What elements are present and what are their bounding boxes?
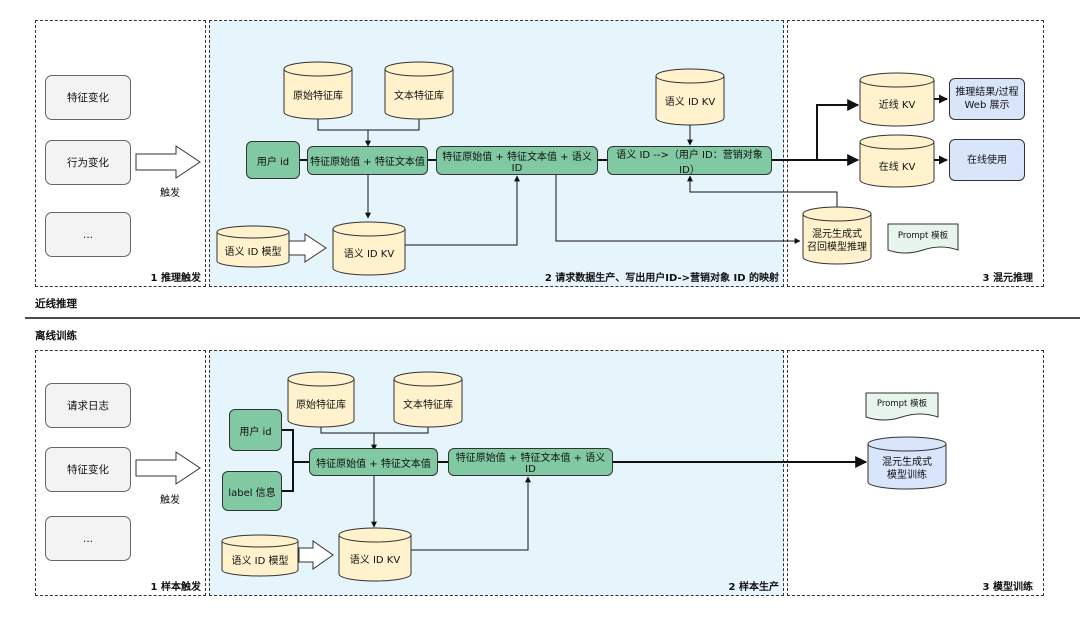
bottom-db-text-features-shape <box>393 371 463 428</box>
top-trigger-item-more: ... <box>45 212 131 257</box>
bottom-step-features-semantic: 特征原始值 + 特征文本值 + 语义 ID <box>448 448 613 476</box>
section-nearline-label: 近线推理 <box>35 298 77 310</box>
top-inference-panel <box>787 20 1044 287</box>
top-online-kv-shape <box>859 134 935 188</box>
top-fork-to-nearline <box>816 99 860 160</box>
top-trigger-arrow <box>135 145 201 179</box>
bottom-trigger-arrow-label: 触发 <box>160 495 180 506</box>
bottom-process-panel-label: 2 样本生产 <box>728 582 779 593</box>
bottom-step-features: 特征原始值 + 特征文本值 <box>309 448 438 476</box>
top-model-to-kv-arrow <box>288 233 327 263</box>
top-process-panel-label: 2 请求数据生产、写出用户ID->营销对象 ID 的映射 <box>544 273 779 284</box>
top-db-text-features: 文本特征库 <box>394 90 444 102</box>
bottom-prompt-shape <box>865 392 939 421</box>
bottom-trigger-item-request-log: 请求日志 <box>45 383 131 428</box>
bottom-db-raw-features-shape <box>287 371 355 428</box>
top-prompt-template: Prompt 模板 <box>897 230 949 241</box>
bottom-model-line2: 模型训练 <box>887 470 927 481</box>
bottom-kv-to-step2 <box>411 476 531 551</box>
top-semantic-model: 语义 ID 模型 <box>224 247 282 258</box>
top-result-line2: Web 展示 <box>964 100 1010 111</box>
bottom-semantic-model: 语义 ID 模型 <box>231 556 289 567</box>
top-step-features-semantic: 特征原始值 + 特征文本值 + 语义 ID <box>436 146 598 175</box>
top-db-raw-features-shape <box>283 61 353 120</box>
top-kv-to-step2 <box>405 175 520 246</box>
top-user-id-node: 用户 id <box>246 141 300 179</box>
top-online-kv: 在线 KV <box>878 161 916 173</box>
bottom-semantic-kv-shape <box>338 527 412 582</box>
top-nearline-kv: 近线 KV <box>878 99 916 111</box>
bottom-trigger-panel-label: 1 样本触发 <box>150 582 201 593</box>
bottom-label-info-node: label 信息 <box>222 471 282 511</box>
top-db-semantic-kv: 语义 ID KV <box>664 96 716 108</box>
top-semantic-kv-shape <box>332 221 406 276</box>
top-db-semantic-kv-shape <box>655 68 725 126</box>
top-online-use: 在线使用 <box>949 139 1025 181</box>
top-trigger-arrow-label: 触发 <box>160 188 180 199</box>
bottom-model-line1: 混元生成式 <box>882 457 932 468</box>
top-step2-to-model <box>555 175 801 244</box>
bottom-inputs-bracket <box>282 429 294 492</box>
bottom-trigger-arrow <box>135 451 201 485</box>
bottom-semantic-model-shape <box>221 534 299 577</box>
top-trigger-item-feature-change: 特征变化 <box>45 75 131 120</box>
bottom-trigger-panel <box>35 350 206 596</box>
bottom-trigger-item-feature-change: 特征变化 <box>45 447 131 492</box>
bottom-semantic-kv: 语义 ID KV <box>349 554 401 566</box>
top-db-raw-features: 原始特征库 <box>293 90 343 102</box>
bottom-model-to-kv-arrow <box>298 540 334 570</box>
top-prompt-shape <box>887 223 959 254</box>
bottom-prompt-template: Prompt 模板 <box>876 399 928 409</box>
bottom-db-raw-features: 原始特征库 <box>296 399 346 411</box>
top-result-web-display: 推理结果/过程 Web 展示 <box>949 78 1025 120</box>
top-model-inference: 混元生成式 召回模型推理 <box>803 221 871 261</box>
top-nearline-kv-shape <box>859 72 935 127</box>
bottom-trigger-item-more: ... <box>45 516 131 561</box>
section-offline-label: 离线训练 <box>35 330 77 342</box>
top-db-text-features-shape <box>384 61 454 120</box>
bottom-db-text-features: 文本特征库 <box>403 399 453 411</box>
top-model-inference-shape <box>802 206 872 265</box>
top-model-line1: 混元生成式 <box>812 229 862 240</box>
top-trigger-item-behavior-change: 行为变化 <box>45 140 131 185</box>
bottom-training-panel-label: 3 模型训练 <box>982 582 1033 593</box>
bottom-model-training-shape <box>867 436 947 490</box>
bottom-user-id-node: 用户 id <box>229 409 282 451</box>
top-result-line1: 推理结果/过程 <box>955 87 1019 98</box>
top-model-to-step3 <box>687 175 838 208</box>
bottom-training-panel <box>787 350 1044 596</box>
bottom-model-training: 混元生成式 模型训练 <box>868 451 946 487</box>
top-semantic-kv: 语义 ID KV <box>343 248 395 260</box>
top-trigger-panel-label: 1 推理触发 <box>150 273 201 284</box>
top-step-mapping: 语义 ID -->（用户 ID：营销对象 ID） <box>607 146 772 176</box>
top-semantic-model-shape <box>216 225 290 268</box>
top-trigger-panel <box>35 20 206 287</box>
top-step-features: 特征原始值 + 特征文本值 <box>307 146 428 175</box>
top-model-line2: 召回模型推理 <box>807 242 867 253</box>
top-inference-panel-label: 3 混元推理 <box>982 273 1033 284</box>
